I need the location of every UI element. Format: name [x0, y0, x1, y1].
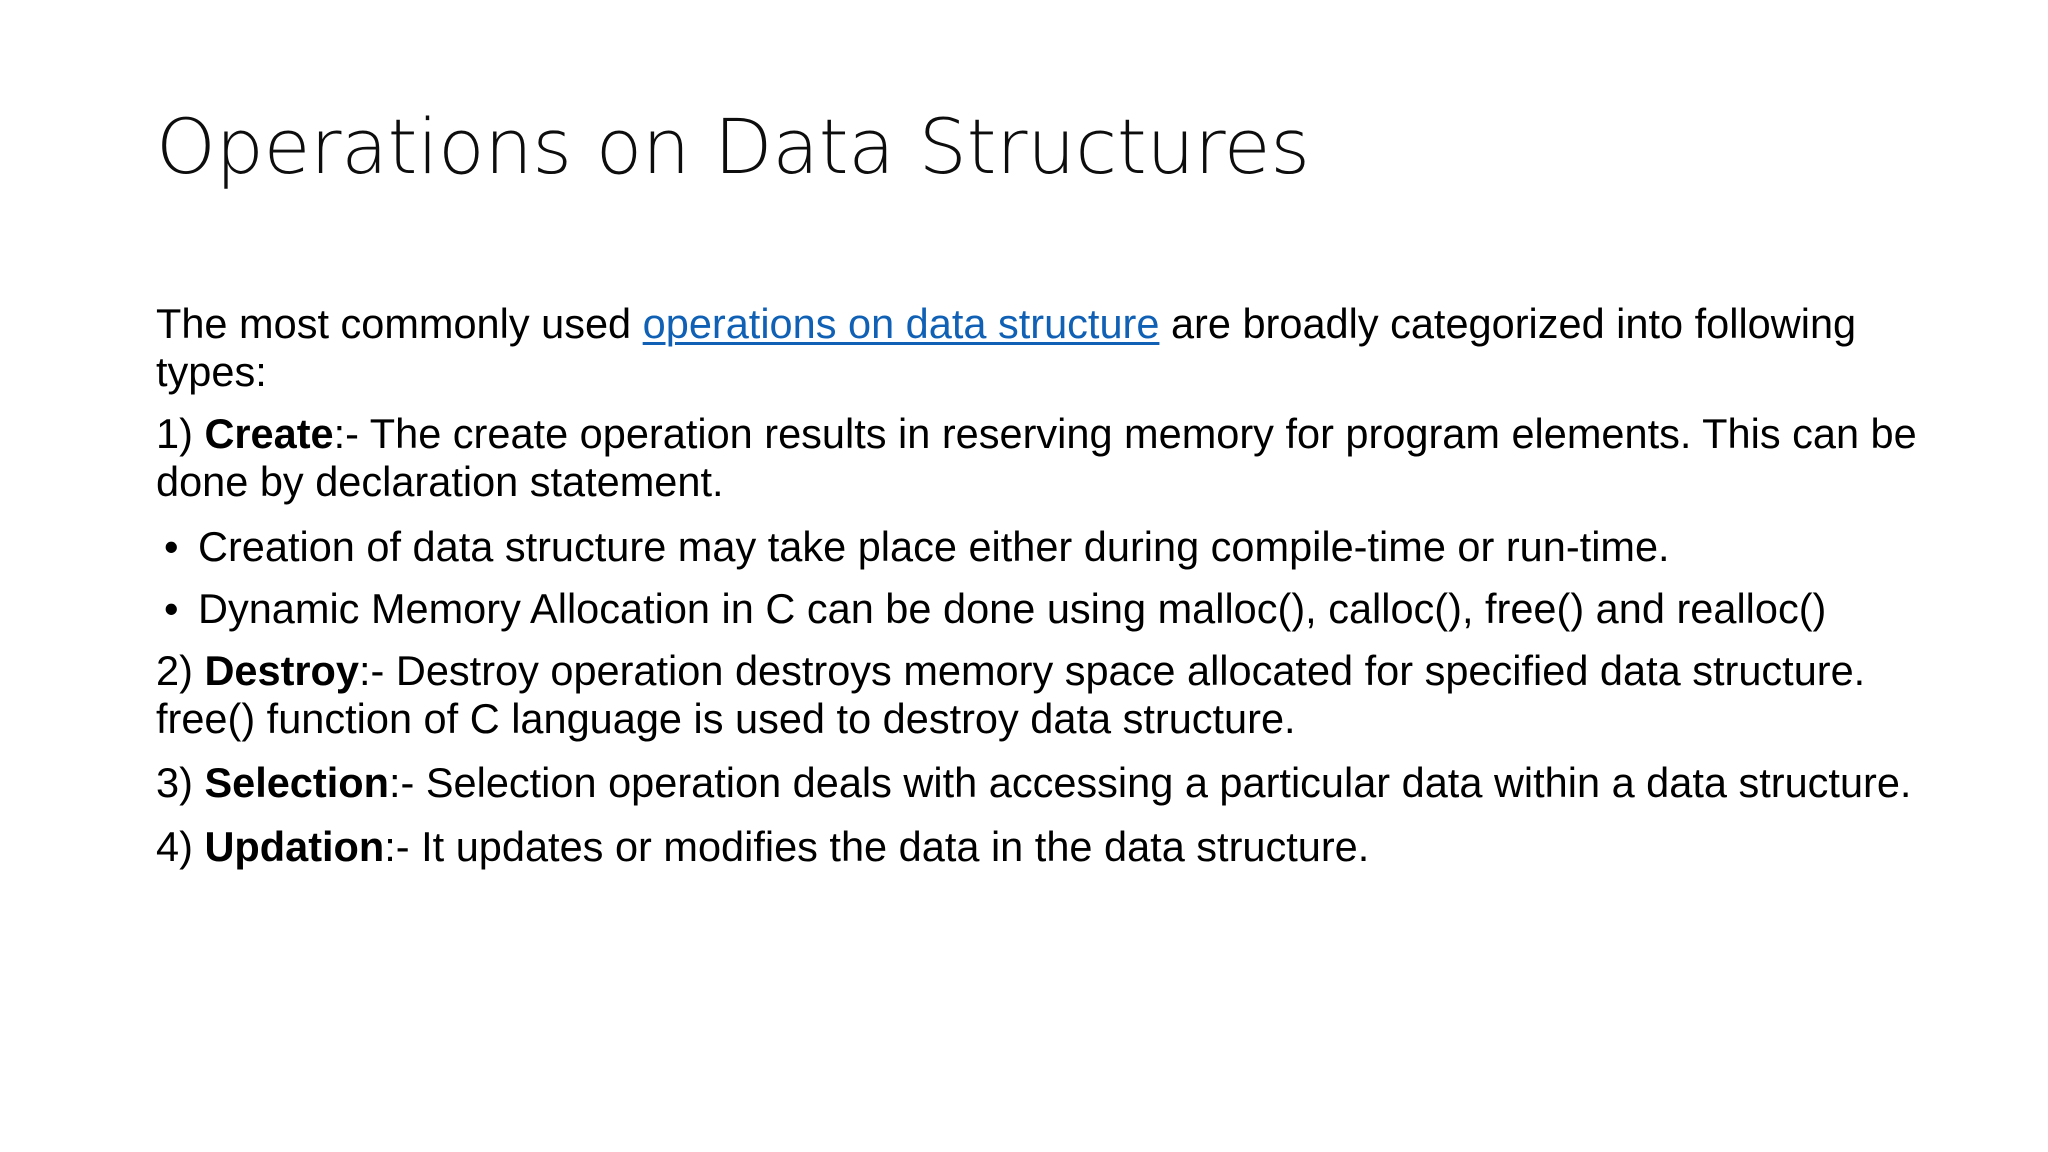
item-description: Selection operation deals with accessing… — [425, 759, 1912, 806]
intro-text-before-link: The most commonly used — [156, 300, 643, 347]
item-term: Create — [204, 410, 334, 458]
list-item-creation-timing: • Creation of data structure may take pla… — [156, 523, 1926, 571]
item-number: 4) — [156, 823, 193, 871]
list-item-create: 1) Create:- The create operation results… — [156, 410, 1926, 506]
slide-body: The most commonly used operations on dat… — [156, 300, 1926, 887]
bullet-text: Creation of data structure may take plac… — [198, 522, 1670, 570]
intro-text-after-link: are broadly categorized into following t… — [156, 300, 1857, 396]
list-item-selection: 3) Selection:- Selection operation deals… — [156, 759, 1926, 807]
item-description: It updates or modifies the data in the d… — [421, 823, 1370, 871]
item-separator: :- — [358, 646, 396, 694]
list-item-updation: 4) Updation:- It updates or modifies the… — [156, 823, 1926, 871]
item-number: 3) — [156, 759, 193, 806]
item-term: Selection — [204, 759, 389, 806]
operations-on-data-structure-link[interactable]: operations on data structure — [642, 300, 1160, 347]
page-title: Operations on Data Structures — [156, 102, 1310, 191]
item-description: The create operation results in reservin… — [156, 410, 1917, 506]
intro-paragraph: The most commonly used operations on dat… — [156, 300, 1926, 396]
item-number: 2) — [156, 646, 193, 694]
item-separator: :- — [333, 410, 370, 458]
bullet-icon: • — [164, 584, 179, 632]
item-term: Destroy — [204, 646, 359, 694]
item-separator: :- — [384, 823, 422, 871]
bullet-icon: • — [164, 522, 179, 570]
list-item-destroy: 2) Destroy:- Destroy operation destroys … — [156, 647, 1926, 743]
item-description: Destroy operation destroys memory space … — [156, 646, 1866, 742]
bullet-text: Dynamic Memory Allocation in C can be do… — [198, 584, 1827, 632]
list-item-dynamic-memory-allocation: • Dynamic Memory Allocation in C can be d… — [156, 585, 1926, 633]
item-separator: :- — [388, 759, 426, 806]
item-term: Updation — [204, 823, 385, 871]
item-number: 1) — [156, 410, 193, 458]
